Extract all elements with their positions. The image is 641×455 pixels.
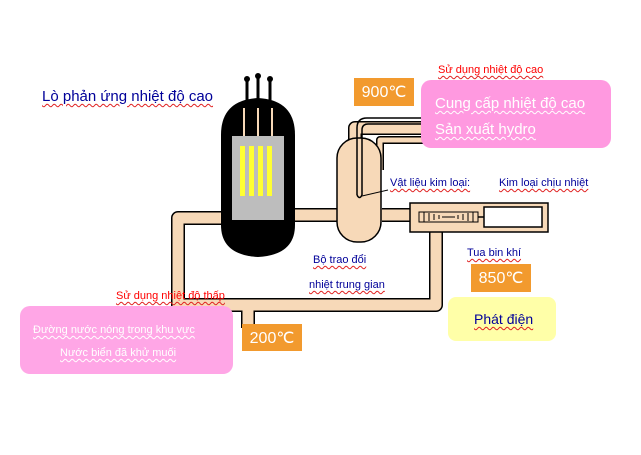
high-temp-heading: Sử dụng nhiệt độ cao [438, 64, 544, 76]
exchanger-label-line2: nhiệt trung gian [309, 279, 385, 291]
reactor-vessel [221, 73, 295, 257]
material-value: Kim loại chịu nhiệt [499, 177, 589, 189]
fuel-rod [240, 146, 245, 196]
low-temp-heading: Sử dụng nhiệt độ thấp [116, 290, 225, 302]
pipe-reactor-left [172, 212, 254, 328]
fuel-rod [249, 146, 254, 196]
low-temp-use-box [20, 306, 233, 374]
pipe-return [377, 137, 425, 170]
pipe-return-outline [376, 136, 425, 170]
fuel-rod [267, 146, 272, 196]
power-generation-label: Phát điện [474, 311, 534, 327]
high-temp-line2: Sản xuất hydro [435, 121, 536, 138]
low-temp-line2: Nước biển đã khử muối [60, 347, 177, 359]
gas-turbine [409, 202, 549, 233]
high-temp-use-box [421, 80, 611, 148]
heat-exchanger [336, 117, 425, 243]
pipe-turbine-low [245, 225, 442, 311]
exchanger-label-line1: Bộ trao đổi [313, 254, 367, 266]
power-generation-box [448, 297, 556, 341]
temperature-200: 200℃ [242, 324, 302, 351]
fuel-rod [258, 146, 263, 196]
temperature-850: 850℃ [471, 264, 531, 292]
temperature-900: 900℃ [354, 78, 414, 106]
reactor-title: Lò phản ứng nhiệt độ cao [42, 88, 214, 105]
turbine-label: Tua bin khí [467, 247, 522, 259]
material-label: Vật liệu kim loại: [390, 177, 471, 189]
high-temp-line1: Cung cấp nhiệt độ cao [435, 95, 586, 112]
low-temp-line1: Đường nước nóng trong khu vực [33, 324, 195, 336]
